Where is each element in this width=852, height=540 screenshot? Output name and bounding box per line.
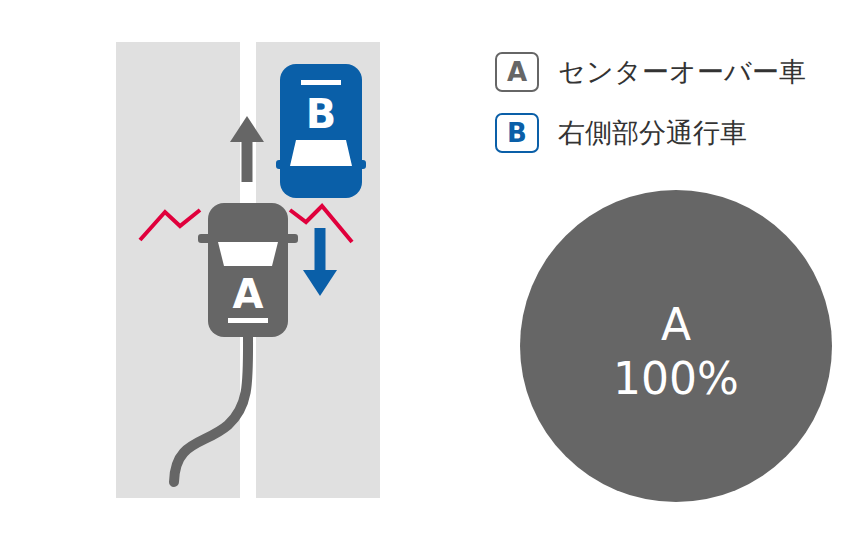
car-b [276,64,366,198]
car-a [198,203,298,337]
node-text: A [613,298,739,352]
legend-text: 右側部分通行車 [558,116,747,150]
impact-mark [140,210,200,240]
arrow-a [242,140,253,182]
legend-badge: B [495,113,539,153]
node-text: A [505,56,529,88]
node-text: A [233,272,264,316]
legend-text: センターオーバー車 [558,55,806,89]
node-text: 100% [613,352,739,406]
arrow-a-head [230,116,264,142]
legend-badge: A [495,52,539,92]
node-text: B [306,92,337,136]
car-label: B [306,92,337,136]
arrow-b-head [303,270,337,296]
trajectory [174,330,248,482]
node-text: B [505,117,529,149]
pie-chart [520,190,832,502]
impact-mark [290,206,352,242]
car-label: A [233,272,264,316]
arrow-b [315,228,326,272]
pie-label: A100% [613,298,739,406]
